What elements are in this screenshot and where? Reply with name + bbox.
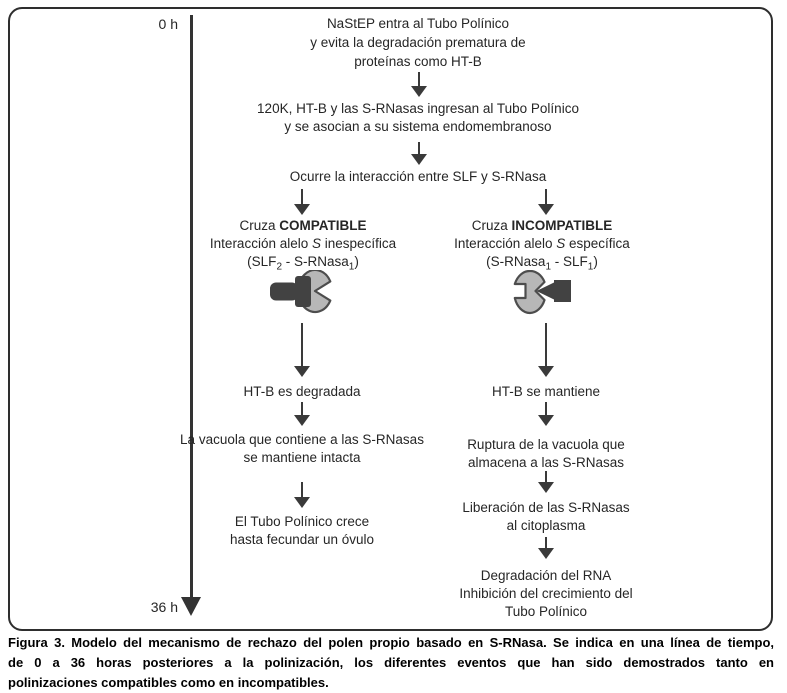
figure-caption: Figura 3. Modelo del mecanismo de rechaz… (8, 633, 774, 693)
text-line: al citoplasma (506, 518, 586, 533)
flow-arrow (411, 142, 427, 165)
diagram-border (8, 7, 773, 631)
text-line: HT-B se mantiene (491, 384, 601, 399)
text-line: Interacción alelo (209, 236, 309, 251)
arrow-head-icon (538, 482, 554, 493)
arrow-head-icon (411, 154, 427, 165)
text-line: Cruza (239, 218, 276, 233)
text-line: y se asocian a su sistema endomembranoso (284, 119, 552, 134)
node-degradacion-rna: Degradación del RNA Inhibición del creci… (406, 567, 686, 621)
node-ruptura-vacuola: Ruptura de la vacuola que almacena a las… (416, 436, 676, 472)
arrow-head-icon (294, 415, 310, 426)
text-line: S (556, 236, 566, 251)
arrow-stem (544, 189, 548, 205)
flow-arrow (538, 323, 554, 377)
caption-line: de 0 a 36 horas posteriores a la poliniz… (8, 655, 774, 670)
text-line: Degradación del RNA (480, 568, 612, 583)
arrow-head-icon (538, 204, 554, 215)
text-line: proteínas como HT-B (354, 54, 482, 69)
text-line: 120K, HT-B y las S-RNasas ingresan al Tu… (257, 101, 579, 116)
slf-arrow-plug (536, 280, 571, 302)
srnase-pocket-shape (513, 270, 546, 315)
arrow-stem (417, 142, 421, 155)
timeline-end-label: 36 h (150, 599, 178, 615)
compatible-interaction-icon (270, 270, 332, 314)
flow-arrow (294, 402, 310, 426)
arrow-stem (417, 72, 421, 87)
flow-arrow (411, 72, 427, 97)
caption-line: polinizaciones compatibles como en incom… (8, 675, 329, 690)
arrow-stem (544, 402, 548, 416)
incompatible-title: Cruza INCOMPATIBLE (412, 217, 672, 235)
text-line: El Tubo Polínico crece (234, 514, 370, 529)
arrow-stem (544, 323, 548, 367)
text-line: HT-B es degradada (243, 384, 361, 399)
flow-arrow (294, 482, 310, 508)
arrow-stem (300, 323, 304, 367)
text-line: específica (569, 236, 630, 251)
incompatible-branch-heading: Cruza INCOMPATIBLE Interacción alelo S e… (412, 217, 672, 273)
arrow-head-icon (538, 548, 554, 559)
compatible-title: Cruza COMPATIBLE (173, 217, 433, 235)
incompatible-allele-line: Interacción alelo S específica (412, 235, 672, 253)
slf-plug-stem (270, 282, 298, 301)
flow-arrow (538, 189, 554, 215)
node-vacuola-intacta: La vacuola que contiene a las S-RNasas s… (157, 431, 447, 467)
text-line: y evita la degradación prematura de (310, 35, 526, 50)
arrow-head-icon (538, 415, 554, 426)
text-line: INCOMPATIBLE (511, 218, 613, 233)
flow-arrow (538, 471, 554, 493)
flow-arrow (538, 402, 554, 426)
arrow-stem (300, 482, 304, 498)
node-htb-mantiene: HT-B se mantiene (426, 383, 666, 401)
text-line: almacena a las S-RNasas (467, 455, 625, 470)
text-line: Liberación de las S-RNasas (462, 500, 630, 515)
text-line: La vacuola que contiene a las S-RNasas (180, 432, 424, 447)
arrow-head-icon (294, 497, 310, 508)
text-line: Ruptura de la vacuola que (467, 437, 625, 452)
node-htb-degradada: HT-B es degradada (182, 383, 422, 401)
arrow-stem (544, 537, 548, 549)
arrow-stem (300, 189, 304, 205)
incompatible-interaction-icon (513, 270, 571, 315)
node-nastep: NaStEP entra al Tubo Polínico y evita la… (258, 14, 578, 71)
timeline-start-label: 0 h (158, 16, 178, 32)
text-line: NaStEP entra al Tubo Polínico (326, 16, 510, 31)
text-line: Tubo Polínico (504, 604, 588, 619)
text-line: Inhibición del crecimiento del (459, 586, 633, 601)
timeline-down-arrow-icon (181, 597, 201, 616)
node-interaccion: Ocurre la interacción entre SLF y S-RNas… (248, 168, 588, 186)
text-line: se mantiene intacta (243, 450, 361, 465)
incompatible-formula: (S-RNasa1 - SLF1) (486, 254, 598, 273)
text-line: COMPATIBLE (279, 218, 367, 233)
node-ingreso: 120K, HT-B y las S-RNasas ingresan al Tu… (208, 100, 628, 136)
flow-arrow (538, 537, 554, 559)
arrow-head-icon (294, 366, 310, 377)
compatible-branch-heading: Cruza COMPATIBLE Interacción alelo S ine… (173, 217, 433, 273)
arrow-head-icon (294, 204, 310, 215)
timeline-axis (190, 15, 193, 599)
node-tubo-crece: El Tubo Polínico crece hasta fecundar un… (172, 513, 432, 549)
text-line: inespecífica (324, 236, 397, 251)
node-liberacion: Liberación de las S-RNasas al citoplasma (416, 499, 676, 535)
caption-line: Figura 3. Modelo del mecanismo de rechaz… (8, 635, 774, 650)
flow-arrow (294, 189, 310, 215)
text-line: S (312, 236, 322, 251)
arrow-head-icon (538, 366, 554, 377)
slf-plug-tab (295, 276, 311, 307)
text-line: Ocurre la interacción entre SLF y S-RNas… (289, 169, 547, 184)
text-line: Interacción alelo (454, 236, 553, 251)
compatible-allele-line: Interacción alelo S inespecífica (173, 235, 433, 253)
text-line: hasta fecundar un óvulo (229, 532, 375, 547)
text-line: Cruza (471, 218, 508, 233)
compatible-formula: (SLF2 - S-RNasa1) (247, 254, 359, 273)
arrow-stem (300, 402, 304, 416)
arrow-head-icon (411, 86, 427, 97)
flow-arrow (294, 323, 310, 377)
arrow-stem (544, 471, 548, 483)
